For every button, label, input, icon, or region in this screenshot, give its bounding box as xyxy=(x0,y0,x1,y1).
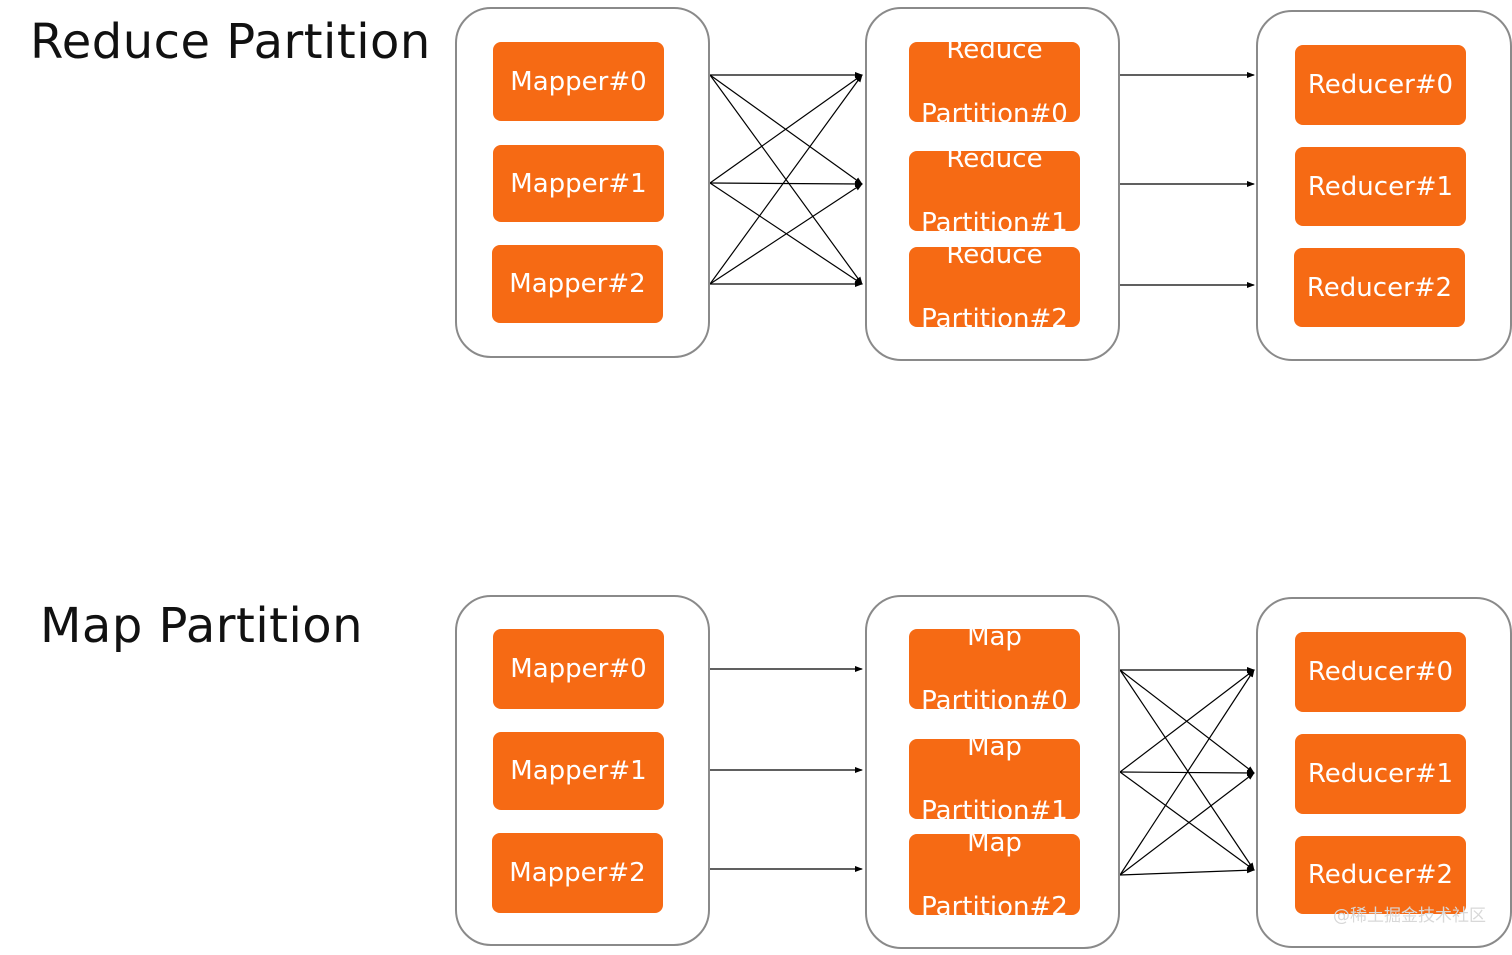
partition-label-line2: Partition#2 xyxy=(921,891,1068,922)
top-reducer-2: Reducer#2 xyxy=(1294,248,1465,327)
watermark: @稀土掘金技术社区 xyxy=(1333,906,1486,926)
top-reducer-0: Reducer#0 xyxy=(1295,45,1466,125)
top-mapper-to-partition-connectors xyxy=(709,72,863,287)
top-reduce-partition-1: Reduce Partition#1 xyxy=(909,144,1080,238)
partition-label-line1: Map xyxy=(967,622,1022,652)
top-partition-to-reducer-connectors xyxy=(1120,72,1255,288)
edge xyxy=(1119,669,1255,773)
partition-label-line2: Partition#1 xyxy=(921,796,1068,826)
bottom-map-partition-1: Map Partition#1 xyxy=(909,732,1080,826)
top-mapper-2: Mapper#2 xyxy=(492,245,663,323)
top-reduce-partition-0: Reduce Partition#0 xyxy=(909,35,1080,129)
reduce-partition-title: Reduce Partition xyxy=(30,14,431,70)
edge xyxy=(1119,867,1255,876)
map-partition-title: Map Partition xyxy=(40,598,364,654)
top-partition-group: Reduce Partition#0 Reduce Partition#1 Re… xyxy=(865,7,1120,361)
partition-label-line1: Reduce xyxy=(946,35,1043,65)
bottom-mapper-0: Mapper#0 xyxy=(493,629,664,709)
edge xyxy=(709,180,863,187)
top-reducer-group: Reducer#0 Reducer#1 Reducer#2 xyxy=(1256,10,1512,361)
bottom-reducer-0: Reducer#0 xyxy=(1295,632,1466,712)
bottom-map-partition-2: Map Partition#2 xyxy=(909,828,1080,922)
top-mapper-group: Mapper#0 Mapper#1 Mapper#2 xyxy=(455,7,710,358)
partition-label-line2: Partition#0 xyxy=(921,686,1068,716)
edge xyxy=(709,74,863,184)
partition-label-line2: Partition#2 xyxy=(921,304,1068,334)
edge xyxy=(709,74,863,285)
bottom-partition-group: Map Partition#0 Map Partition#1 Map Part… xyxy=(865,595,1120,949)
bottom-partition-to-reducer-connectors xyxy=(1119,667,1255,876)
bottom-reducer-group: Reducer#0 Reducer#1 Reducer#2 xyxy=(1256,597,1512,948)
bottom-reducer-1: Reducer#1 xyxy=(1295,734,1466,814)
bottom-mapper-1: Mapper#1 xyxy=(493,732,664,810)
edge xyxy=(1119,669,1255,871)
partition-label-line1: Reduce xyxy=(946,240,1043,270)
edge xyxy=(1119,771,1255,871)
partition-label-line2: Partition#0 xyxy=(921,99,1068,129)
edge xyxy=(1119,772,1255,876)
bottom-mapper-to-partition-connectors xyxy=(710,666,863,872)
partition-label-line1: Map xyxy=(967,732,1022,762)
bottom-mapper-2: Mapper#2 xyxy=(492,833,663,913)
partition-label-line1: Map xyxy=(967,827,1022,858)
top-reduce-partition-2: Reduce Partition#2 xyxy=(909,240,1080,334)
edge xyxy=(709,183,863,285)
edge xyxy=(1119,669,1255,876)
bottom-map-partition-0: Map Partition#0 xyxy=(909,622,1080,716)
partition-label-line2: Partition#1 xyxy=(921,208,1068,238)
partition-label-line1: Reduce xyxy=(946,144,1043,174)
top-reducer-1: Reducer#1 xyxy=(1295,147,1466,226)
bottom-reducer-2: Reducer#2 xyxy=(1295,836,1466,914)
top-mapper-1: Mapper#1 xyxy=(493,145,664,222)
top-mapper-0: Mapper#0 xyxy=(493,42,664,121)
bottom-mapper-group: Mapper#0 Mapper#1 Mapper#2 xyxy=(455,595,710,946)
